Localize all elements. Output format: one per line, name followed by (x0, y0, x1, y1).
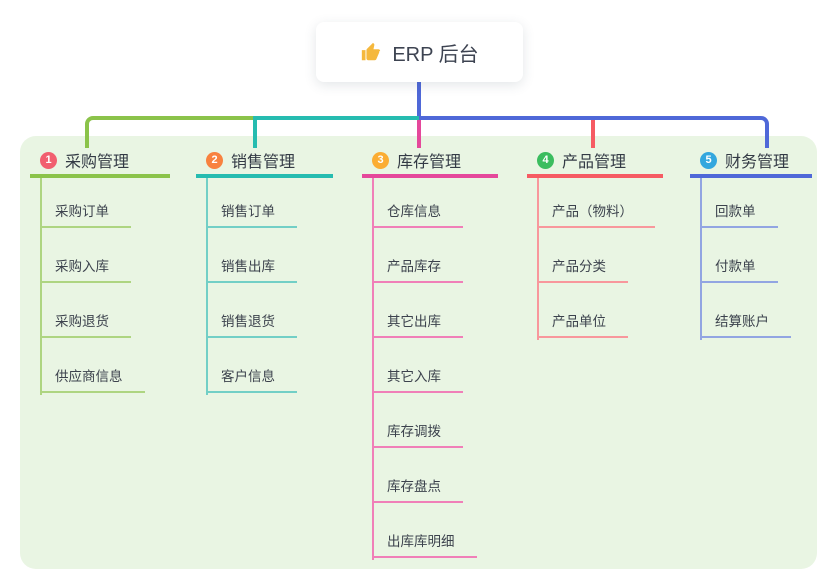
child-label: 其它出库 (387, 314, 441, 329)
branch-label: 财务管理 (725, 154, 790, 171)
background-panel (20, 136, 817, 569)
root-node[interactable]: ERP 后台 (316, 22, 523, 82)
child-node[interactable]: 付款单 (700, 251, 778, 283)
child-label: 库存调拨 (387, 424, 441, 439)
branch-number-badge: 3 (372, 151, 389, 169)
child-label: 销售订单 (221, 204, 275, 219)
child-label: 供应商信息 (55, 369, 123, 384)
child-node[interactable]: 供应商信息 (40, 361, 145, 393)
branch-header-purchase[interactable]: 1 采购管理 (30, 146, 170, 178)
child-label: 回款单 (715, 204, 756, 219)
branch-header-finance[interactable]: 5 财务管理 (690, 146, 812, 178)
branch-number-badge: 2 (206, 151, 223, 169)
branch-label: 库存管理 (397, 154, 462, 171)
branch-number-badge: 1 (40, 151, 57, 169)
child-node[interactable]: 仓库信息 (372, 196, 463, 228)
child-node[interactable]: 客户信息 (206, 361, 297, 393)
child-node[interactable]: 库存调拨 (372, 416, 463, 448)
child-label: 采购订单 (55, 204, 109, 219)
child-label: 结算账户 (715, 314, 769, 329)
branch-number-badge: 4 (537, 151, 554, 169)
child-node[interactable]: 其它入库 (372, 361, 463, 393)
child-label: 采购退货 (55, 314, 109, 329)
child-node[interactable]: 出库库明细 (372, 526, 477, 558)
child-node[interactable]: 销售退货 (206, 306, 297, 338)
branch-line-purchase (40, 178, 42, 395)
child-node[interactable]: 产品库存 (372, 251, 463, 283)
child-label: 客户信息 (221, 369, 275, 384)
branch-label: 销售管理 (231, 154, 296, 171)
child-node[interactable]: 产品单位 (537, 306, 628, 338)
connector-root-vertical (417, 82, 421, 116)
child-label: 销售退货 (221, 314, 275, 329)
connector-purchase (85, 116, 253, 148)
branch-label: 产品管理 (562, 154, 627, 171)
child-label: 仓库信息 (387, 204, 441, 219)
branch-label: 采购管理 (65, 154, 130, 171)
root-title: ERP 后台 (392, 43, 479, 66)
connector-sales (253, 116, 419, 148)
child-label: 采购入库 (55, 259, 109, 274)
thumbs-up-icon (360, 41, 382, 63)
connector-finance (419, 116, 769, 148)
branch-header-product[interactable]: 4 产品管理 (527, 146, 663, 178)
branch-line-sales (206, 178, 208, 395)
branch-header-sales[interactable]: 2 销售管理 (196, 146, 333, 178)
connector-product-drop (591, 120, 595, 148)
child-node[interactable]: 采购订单 (40, 196, 131, 228)
child-node[interactable]: 其它出库 (372, 306, 463, 338)
child-node[interactable]: 库存盘点 (372, 471, 463, 503)
child-node[interactable]: 采购退货 (40, 306, 131, 338)
child-node[interactable]: 回款单 (700, 196, 778, 228)
branch-line-finance (700, 178, 702, 340)
child-node[interactable]: 产品（物料） (537, 196, 655, 228)
child-label: 付款单 (715, 259, 756, 274)
child-node[interactable]: 结算账户 (700, 306, 791, 338)
child-label: 产品库存 (387, 259, 441, 274)
child-label: 产品（物料） (552, 204, 633, 219)
child-node[interactable]: 产品分类 (537, 251, 628, 283)
child-label: 库存盘点 (387, 479, 441, 494)
branch-line-product (537, 178, 539, 340)
connector-inventory-drop (417, 120, 421, 148)
child-label: 产品单位 (552, 314, 606, 329)
branch-header-inventory[interactable]: 3 库存管理 (362, 146, 498, 178)
branch-line-inventory (372, 178, 374, 560)
child-label: 销售出库 (221, 259, 275, 274)
child-label: 产品分类 (552, 259, 606, 274)
child-node[interactable]: 销售订单 (206, 196, 297, 228)
child-node[interactable]: 销售出库 (206, 251, 297, 283)
child-label: 出库库明细 (387, 534, 455, 549)
branch-number-badge: 5 (700, 151, 717, 169)
child-label: 其它入库 (387, 369, 441, 384)
child-node[interactable]: 采购入库 (40, 251, 131, 283)
